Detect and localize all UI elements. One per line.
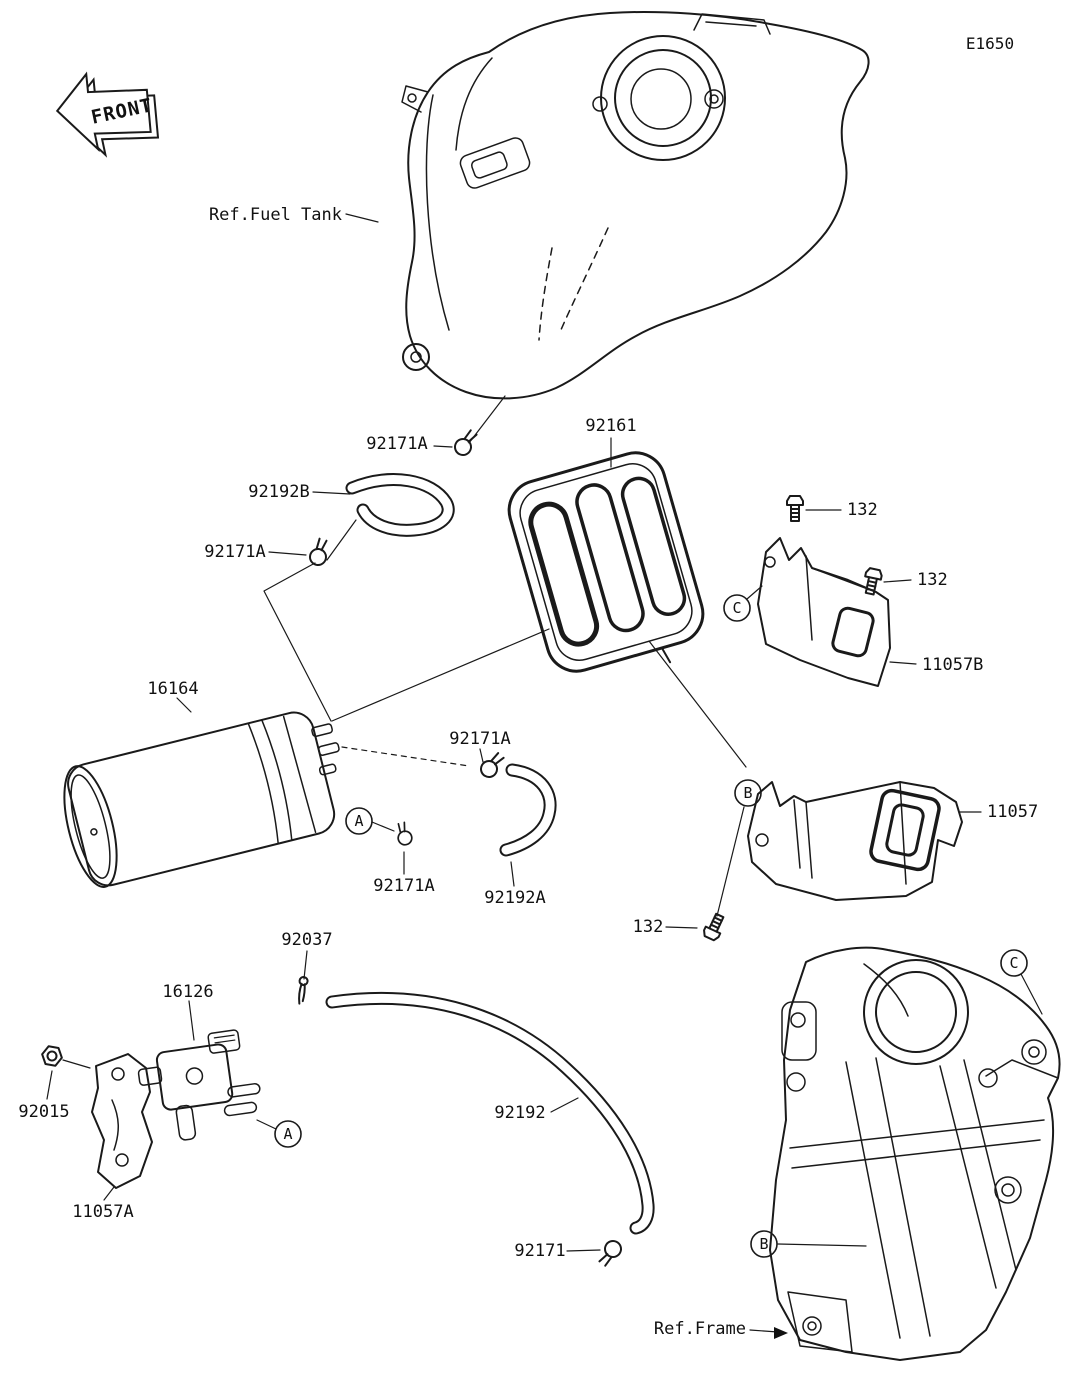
svg-text:B: B xyxy=(743,784,752,802)
svg-text:A: A xyxy=(354,812,363,830)
part-label-92171: 92171 xyxy=(514,1241,565,1261)
part-label-92037: 92037 xyxy=(281,930,332,950)
part-label-92015: 92015 xyxy=(18,1102,69,1122)
hose-clamp-icon xyxy=(302,535,338,570)
bracket-11057B-drawing xyxy=(757,537,891,687)
part-labels: E1650 Ref.Fuel Tank 92171A 92161 92192B … xyxy=(18,34,1038,1339)
damper-92161-drawing xyxy=(507,451,705,673)
hose-92192B-drawing xyxy=(345,473,455,537)
part-label-11057B: 11057B xyxy=(922,655,983,675)
fuel-tank-drawing xyxy=(401,11,870,400)
nut-icon xyxy=(39,1044,65,1068)
callout-a-2: A xyxy=(274,1120,302,1148)
svg-text:B: B xyxy=(759,1235,768,1253)
frame-drawing xyxy=(769,946,1061,1361)
hose-clamp-icon xyxy=(593,1237,626,1269)
part-label-16126: 16126 xyxy=(162,982,213,1002)
part-label-11057: 11057 xyxy=(987,802,1038,822)
callout-a-1: A xyxy=(345,807,373,835)
diagram-code: E1650 xyxy=(966,34,1014,53)
hose-clamp-icon xyxy=(476,751,509,780)
callout-c-2: C xyxy=(1000,949,1028,977)
part-label-16164: 16164 xyxy=(147,679,198,699)
leader-lines xyxy=(46,213,1043,1333)
svg-text:C: C xyxy=(1009,954,1018,972)
hose-92192-drawing xyxy=(325,991,655,1235)
ref-frame-arrowhead xyxy=(774,1327,788,1339)
part-label-92161: 92161 xyxy=(585,416,636,436)
callout-b-2: B xyxy=(750,1230,778,1258)
part-label-92171A-3: 92171A xyxy=(449,729,510,749)
hose-92192A-drawing xyxy=(499,763,557,857)
ref-frame-label: Ref.Frame xyxy=(654,1319,746,1339)
callout-b-1: B xyxy=(734,779,762,807)
valve-16126-drawing xyxy=(137,1029,261,1141)
bolt-icon xyxy=(786,495,804,522)
part-label-11057A: 11057A xyxy=(72,1202,133,1222)
part-label-92192A: 92192A xyxy=(484,888,545,908)
bracket-11057-drawing xyxy=(747,781,963,901)
part-label-92192: 92192 xyxy=(494,1103,545,1123)
hardware-group xyxy=(39,427,884,1269)
callout-c-1: C xyxy=(723,594,751,622)
ref-fuel-tank-label: Ref.Fuel Tank xyxy=(209,205,342,225)
part-label-132-3: 132 xyxy=(633,917,664,937)
front-arrow: FRONT xyxy=(55,71,160,158)
callouts: A A B B C C xyxy=(274,594,1028,1258)
part-label-132-2: 132 xyxy=(917,570,948,590)
canister-16164-drawing xyxy=(63,711,340,888)
bracket-11057A-drawing xyxy=(91,1053,153,1189)
hose-clamp-icon xyxy=(391,819,418,848)
bolt-icon xyxy=(700,911,729,943)
svg-text:A: A xyxy=(283,1125,292,1143)
part-label-92171A-1: 92171A xyxy=(366,434,427,454)
cotter-pin-icon xyxy=(295,975,310,1006)
part-label-92171A-2: 92171A xyxy=(204,542,265,562)
part-label-92192B: 92192B xyxy=(248,482,309,502)
svg-text:C: C xyxy=(732,599,741,617)
part-label-92171A-4: 92171A xyxy=(373,876,434,896)
part-label-132-1: 132 xyxy=(847,500,878,520)
